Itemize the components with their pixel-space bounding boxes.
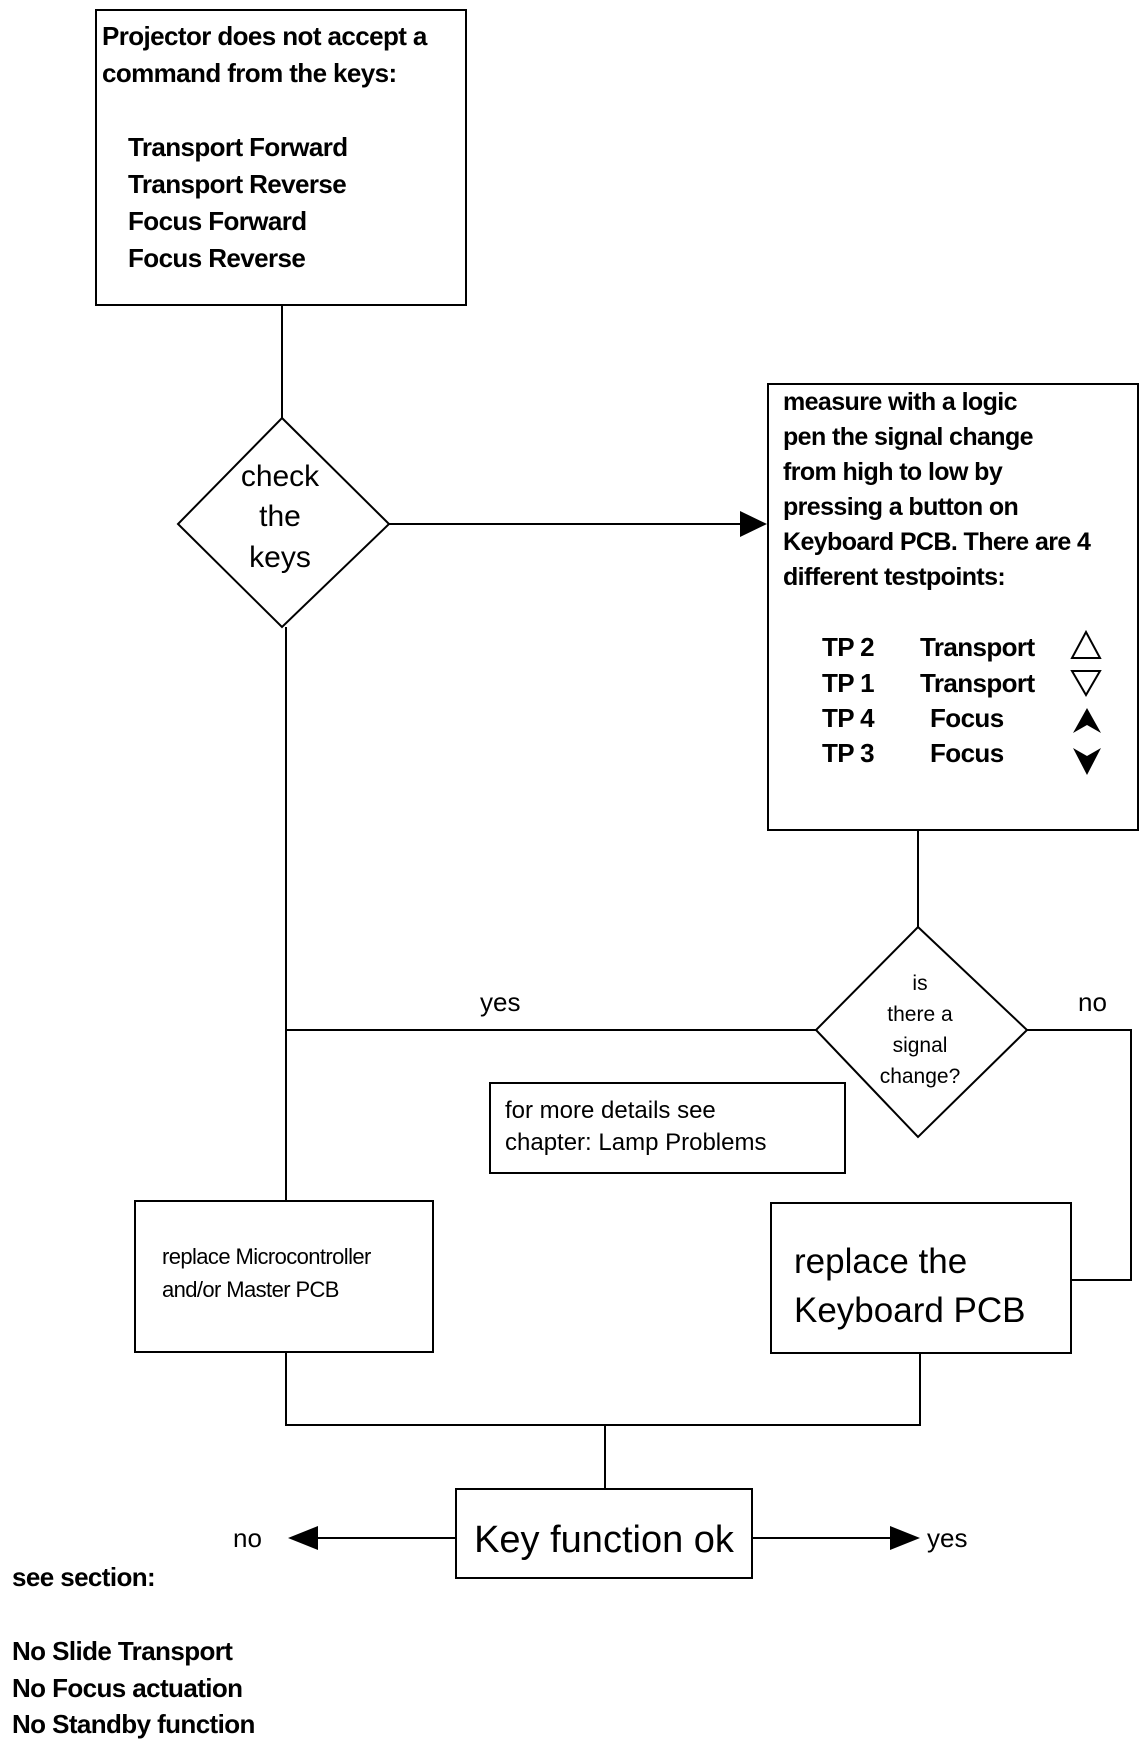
measure-box-line-1: measure with a logic: [783, 388, 1018, 416]
decision-check-diamond: [176, 416, 391, 629]
see-section-item-3: No Standby function: [12, 1709, 255, 1739]
decision-signal-line-2: there a: [887, 1003, 953, 1026]
decision-signal-line-4: change?: [880, 1065, 961, 1088]
start-box-key-4: Focus Reverse: [128, 243, 305, 273]
result-box-frame: [455, 1488, 753, 1579]
double-chevron-down-filled-icon: [1073, 748, 1101, 775]
testpoint-3-id: TP 4: [822, 703, 875, 733]
details-note-line-2: chapter: Lamp Problems: [505, 1129, 766, 1156]
details-note: for more details see chapter: Lamp Probl…: [489, 1082, 846, 1174]
measure-box-line-3: from high to low by: [783, 458, 1003, 486]
start-box-key-3: Focus Forward: [128, 206, 307, 236]
measure-box-line-2: pen the signal change: [783, 423, 1034, 451]
details-note-frame: [489, 1082, 846, 1174]
connector-lines: [281, 305, 1132, 1550]
testpoint-3-name: Focus: [930, 703, 1004, 733]
decision-check-line-2: the: [259, 500, 301, 533]
decision-signal-line-3: signal: [893, 1034, 948, 1057]
testpoint-4-id: TP 3: [822, 738, 874, 768]
see-section-list: see section: No Slide Transport No Focus…: [12, 1562, 255, 1739]
no-label-final: no: [233, 1523, 262, 1553]
result-box-label: Key function ok: [474, 1519, 735, 1561]
testpoint-4-name: Focus: [930, 738, 1004, 768]
yes-label-signal: yes: [480, 987, 520, 1017]
start-box-key-1: Transport Forward: [128, 132, 348, 162]
decision-signal-diamond: [814, 925, 1029, 1139]
replace-keyboard-line-1: replace the: [794, 1242, 967, 1281]
arrowhead-left-no: [288, 1526, 318, 1550]
start-box-key-2: Transport Reverse: [128, 169, 346, 199]
double-chevron-up-filled-icon: [1073, 708, 1101, 733]
start-box-line-1: Projector does not accept a: [102, 21, 428, 51]
decision-signal-line-1: is: [912, 972, 927, 995]
see-section-title: see section:: [12, 1562, 155, 1592]
yes-label-final: yes: [927, 1523, 967, 1553]
start-box-line-2: command from the keys:: [102, 58, 397, 88]
measure-box-line-4: pressing a button on: [783, 493, 1018, 521]
decision-check-line-1: check: [241, 460, 320, 493]
triangle-down-outline-icon: [1070, 670, 1102, 697]
replace-microcontroller-line-2: and/or Master PCB: [162, 1277, 339, 1302]
measure-box: measure with a logic pen the signal chan…: [767, 383, 1139, 831]
measure-box-frame: [767, 383, 1139, 831]
see-section-item-2: No Focus actuation: [12, 1673, 242, 1703]
decision-check-keys: check the keys: [176, 416, 391, 629]
connector-merge: [285, 1352, 921, 1426]
replace-keyboard-line-2: Keyboard PCB: [794, 1291, 1026, 1330]
result-box: Key function ok: [455, 1488, 753, 1579]
arrowhead-right-yes: [890, 1526, 920, 1550]
start-box: Projector does not accept a command from…: [95, 9, 467, 306]
replace-microcontroller-frame: [134, 1200, 434, 1353]
arrowhead-right-measure: [740, 511, 767, 537]
replace-microcontroller-line-1: replace Microcontroller: [162, 1244, 371, 1269]
triangle-up-outline-icon: [1070, 629, 1102, 659]
testpoint-2-name: Transport: [920, 668, 1035, 698]
start-box-frame: [95, 9, 467, 306]
no-label-signal: no: [1078, 987, 1107, 1017]
details-note-line-1: for more details see: [505, 1097, 716, 1124]
replace-keyboard-frame: [770, 1202, 1072, 1354]
testpoint-2-id: TP 1: [822, 668, 874, 698]
replace-microcontroller-box: replace Microcontroller and/or Master PC…: [134, 1200, 434, 1353]
testpoint-1-id: TP 2: [822, 632, 874, 662]
measure-box-line-6: different testpoints:: [783, 563, 1005, 591]
measure-box-line-5: Keyboard PCB. There are 4: [783, 528, 1091, 556]
decision-signal-change: is there a signal change?: [814, 925, 1029, 1139]
replace-keyboard-box: replace the Keyboard PCB: [770, 1202, 1072, 1354]
see-section-item-1: No Slide Transport: [12, 1636, 233, 1666]
connector-no-branch: [1027, 1029, 1132, 1281]
testpoint-1-name: Transport: [920, 632, 1035, 662]
decision-check-line-3: keys: [249, 541, 311, 574]
